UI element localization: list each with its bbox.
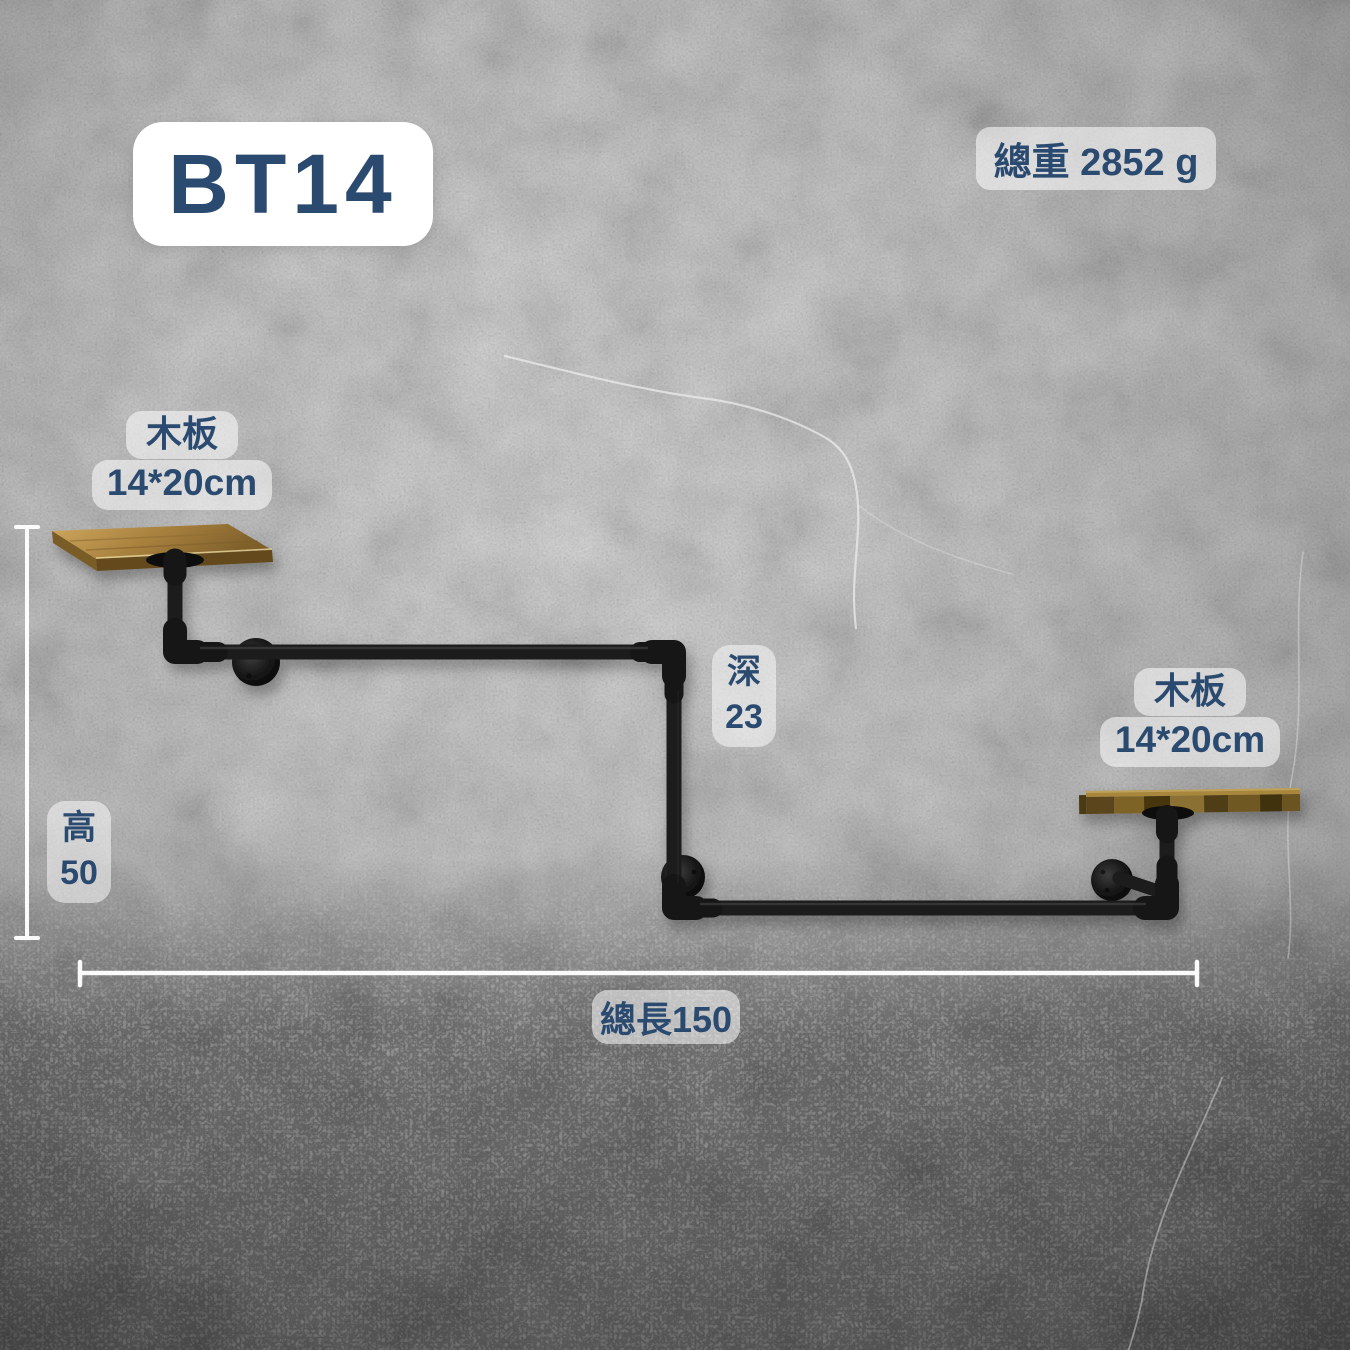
left-shelf-label-size: 14*20cm [91, 460, 273, 510]
model-label: BT14 [168, 136, 398, 231]
depth-dimension-name: 深 [727, 653, 761, 691]
weight-label: 總重 2852 g [993, 142, 1199, 184]
depth-dimension-value: 23 [725, 698, 763, 736]
wall-crack-line [503, 354, 860, 630]
depth-dimension-label: 深 23 [712, 645, 776, 747]
wall-flange-right [1091, 859, 1133, 901]
model-badge: BT14 [133, 122, 433, 246]
height-dimension-value: 50 [60, 854, 98, 892]
wall-crack-line [1127, 1077, 1223, 1350]
weight-badge: 總重 2852 g [976, 127, 1216, 190]
wall-crack-line [1287, 551, 1304, 959]
length-dimension-value: 總長150 [599, 999, 733, 1040]
pipe-shelf-product [52, 524, 1301, 920]
pipe-fittings [163, 548, 1179, 920]
right-shelf-label: 木板 14*20cm [1090, 668, 1290, 767]
wall-crack-line [857, 504, 1013, 575]
pipe-highlights [200, 646, 1146, 906]
height-dimension-name: 高 [62, 809, 96, 847]
right-shelf-label-size: 14*20cm [1099, 717, 1281, 767]
right-shelf-label-title: 木板 [1133, 668, 1246, 716]
length-dimension-label: 總長150 [592, 990, 740, 1044]
length-dimension-line [77, 959, 1200, 988]
height-dimension-line [14, 525, 40, 940]
left-shelf-label-title: 木板 [125, 411, 238, 459]
height-dimension-label: 高 50 [47, 801, 111, 903]
wall-crack-lines [503, 354, 1304, 1350]
left-shelf-label: 木板 14*20cm [82, 411, 282, 510]
